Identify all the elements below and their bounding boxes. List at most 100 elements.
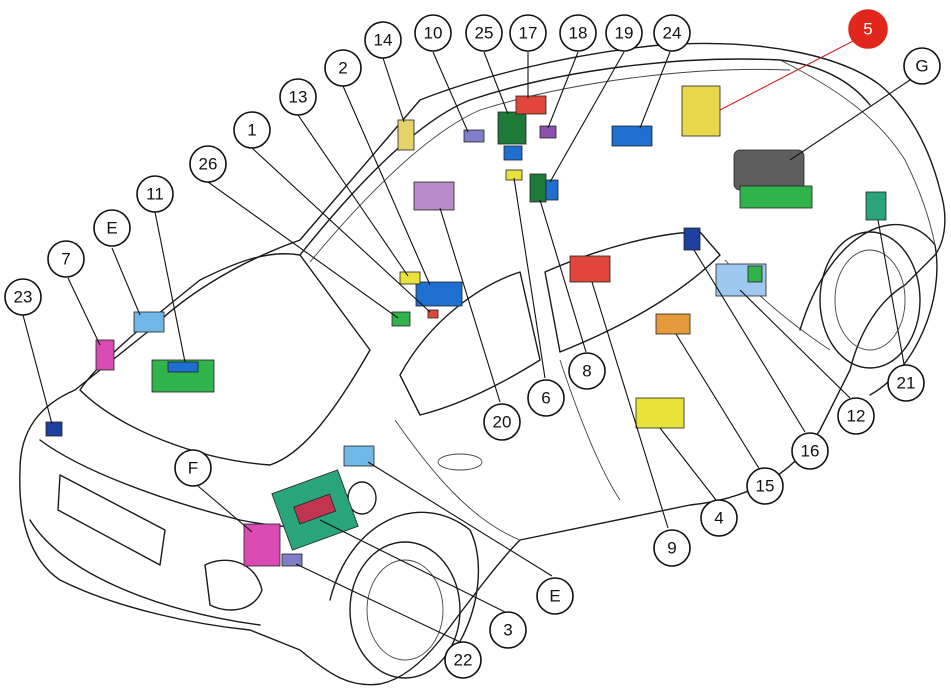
- callout-18[interactable]: 18: [559, 14, 597, 52]
- side-window-rear: [399, 271, 541, 416]
- component-25[interactable]: [497, 111, 527, 145]
- front-wheel-inner: [834, 249, 906, 351]
- component-17[interactable]: [515, 95, 547, 115]
- callout-9-label: 9: [667, 539, 676, 558]
- callout-12[interactable]: 12: [837, 397, 875, 435]
- callout-G-label: G: [915, 57, 928, 76]
- callout-3-label: 3: [503, 621, 512, 640]
- leader-2: [342, 85, 431, 286]
- callout-15[interactable]: 15: [746, 467, 784, 505]
- component-3-connector: [293, 493, 337, 525]
- callout-5[interactable]: 5: [848, 9, 888, 49]
- leader-11: [154, 211, 186, 363]
- callout-23-label: 23: [14, 288, 33, 307]
- callout-21[interactable]: 21: [887, 364, 925, 402]
- component-10[interactable]: [463, 129, 485, 143]
- component-20[interactable]: [413, 181, 455, 211]
- component-E-side[interactable]: [343, 445, 375, 467]
- leader-4: [659, 427, 717, 501]
- component-8[interactable]: [529, 173, 547, 203]
- leader-10: [432, 51, 469, 133]
- leader-1: [251, 147, 431, 313]
- callout-13-label: 13: [289, 88, 308, 107]
- callout-E-rear-label: E: [106, 219, 117, 238]
- component-11[interactable]: [151, 359, 215, 393]
- component-E-rear[interactable]: [133, 311, 165, 333]
- component-4[interactable]: [635, 397, 685, 429]
- callout-22[interactable]: 22: [444, 641, 482, 679]
- callout-E-side-label: E: [549, 587, 560, 606]
- callout-14[interactable]: 14: [364, 21, 402, 59]
- leader-19: [549, 51, 625, 183]
- callout-2[interactable]: 2: [324, 49, 362, 87]
- callout-10[interactable]: 10: [414, 14, 452, 52]
- callout-G[interactable]: G: [903, 47, 941, 85]
- front-wheel: [819, 231, 921, 369]
- door-handle-emblem: [437, 453, 483, 471]
- component-21[interactable]: [865, 191, 887, 221]
- callout-25[interactable]: 25: [465, 14, 503, 52]
- callout-22-label: 22: [454, 651, 473, 670]
- roof-inner: [309, 68, 791, 263]
- callout-16[interactable]: 16: [791, 432, 829, 470]
- component-22[interactable]: [281, 553, 303, 567]
- callout-6-label: 6: [541, 389, 550, 408]
- callout-4[interactable]: 4: [700, 499, 738, 537]
- callout-23[interactable]: 23: [4, 278, 42, 316]
- leader-26: [207, 181, 399, 319]
- callout-24[interactable]: 24: [653, 14, 691, 52]
- leader-9: [591, 281, 669, 529]
- callout-6[interactable]: 6: [527, 379, 565, 417]
- callout-18-label: 18: [569, 24, 588, 43]
- callout-1[interactable]: 1: [233, 111, 271, 149]
- callout-13[interactable]: 13: [279, 78, 317, 116]
- callout-12-label: 12: [847, 407, 866, 426]
- callout-7[interactable]: 7: [47, 240, 85, 278]
- callout-20-label: 20: [493, 413, 512, 432]
- callout-17[interactable]: 17: [509, 14, 547, 52]
- component-9[interactable]: [569, 255, 611, 283]
- components: [45, 85, 887, 567]
- leader-22: [295, 563, 461, 643]
- leader-15: [675, 333, 761, 471]
- callout-17-label: 17: [519, 24, 538, 43]
- leader-23: [22, 314, 53, 425]
- component-7[interactable]: [95, 339, 115, 371]
- callout-5-label: 5: [863, 20, 872, 39]
- rear-bumper: [29, 519, 261, 626]
- component-18[interactable]: [539, 125, 557, 139]
- callout-15-label: 15: [756, 477, 775, 496]
- callout-E-rear[interactable]: E: [93, 209, 131, 247]
- component-G[interactable]: [733, 149, 805, 191]
- car-body: [19, 42, 946, 686]
- component-15[interactable]: [655, 313, 691, 335]
- callout-E-side[interactable]: E: [536, 577, 574, 615]
- license-plate: [57, 474, 166, 566]
- leader-16: [693, 249, 806, 433]
- component-14[interactable]: [397, 119, 415, 151]
- leader-13: [297, 114, 409, 277]
- component-13[interactable]: [399, 271, 421, 285]
- component-16[interactable]: [683, 227, 701, 251]
- component-26[interactable]: [391, 311, 411, 327]
- callout-3[interactable]: 3: [489, 611, 527, 649]
- callouts: 23 7 E 11 26 1 13 2 14 10 25 17 18 19 24…: [4, 9, 941, 679]
- callout-2-label: 2: [338, 59, 347, 78]
- component-24[interactable]: [611, 125, 653, 147]
- component-5[interactable]: [681, 85, 721, 137]
- rear-wheel-inner: [366, 559, 444, 661]
- callout-26[interactable]: 26: [189, 145, 227, 183]
- component-G-base: [739, 185, 813, 209]
- callout-F[interactable]: F: [174, 449, 212, 487]
- component-19[interactable]: [545, 179, 559, 201]
- callout-11[interactable]: 11: [136, 175, 174, 213]
- leader-7: [67, 277, 101, 346]
- callout-19[interactable]: 19: [605, 14, 643, 52]
- component-23[interactable]: [45, 421, 63, 437]
- callout-4-label: 4: [714, 509, 723, 528]
- callout-20[interactable]: 20: [483, 403, 521, 441]
- callout-9[interactable]: 9: [653, 529, 691, 567]
- callout-8[interactable]: 8: [568, 352, 606, 390]
- component-1[interactable]: [415, 281, 463, 307]
